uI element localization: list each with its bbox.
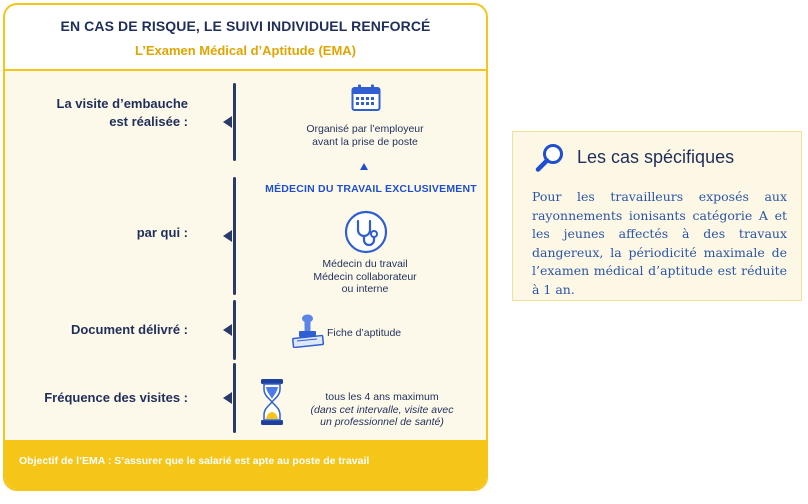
divider-document bbox=[223, 300, 236, 360]
search-icon bbox=[535, 144, 563, 172]
ema-card: EN CAS DE RISQUE, LE SUIVI INDIVIDUEL RE… bbox=[3, 3, 488, 491]
divider-embauche bbox=[223, 83, 236, 161]
objective-banner: Objectif de l’EMA : S’assurer que le sal… bbox=[5, 440, 486, 489]
frequence-text-line2: (dans cet intervalle, visite avec bbox=[310, 403, 454, 416]
objective-text: Objectif de l’EMA : S’assurer que le sal… bbox=[19, 455, 370, 467]
calendar-icon bbox=[351, 84, 381, 111]
up-arrow-icon bbox=[360, 163, 368, 170]
medecin-badge: Médecin du travail exclusivement bbox=[265, 183, 477, 195]
divider-frequence bbox=[223, 363, 236, 433]
qui-text-line2: Médecin collaborateur bbox=[313, 270, 417, 283]
specific-cases-title: Les cas spécifiques bbox=[577, 147, 735, 167]
divider-qui bbox=[223, 177, 236, 295]
row-label-document: Document délivré : bbox=[70, 322, 188, 337]
row-label-qui: par qui : bbox=[136, 225, 188, 240]
card-subtitle: L’Examen Médical d’Aptitude (EMA) bbox=[134, 43, 357, 58]
qui-text-line3: ou interne bbox=[341, 283, 389, 295]
row-label-embauche-line2: est réalisée : bbox=[109, 114, 188, 129]
row-label-embauche-line1: La visite d’embauche bbox=[56, 96, 189, 111]
qui-text-line1: Médecin du travail bbox=[322, 258, 408, 270]
embauche-text: Organisé par l’employeur avant la prise … bbox=[275, 123, 455, 148]
stethoscope-icon bbox=[344, 210, 388, 254]
embauche-text-line2: avant la prise de poste bbox=[312, 135, 418, 148]
row-label-frequence: Fréquence des visites : bbox=[44, 390, 188, 405]
frequence-text-line1: tous les 4 ans maximum bbox=[325, 391, 439, 403]
embauche-text-line1: Organisé par l’employeur bbox=[306, 123, 424, 135]
frequence-text-line3: un professionnel de santé) bbox=[320, 416, 444, 428]
row-label-embauche: La visite d’embauche est réalisée : bbox=[57, 95, 189, 131]
qui-text: Médecin du travail Médecin collaborateur… bbox=[275, 258, 455, 296]
hourglass-icon bbox=[261, 379, 283, 425]
document-text: Fiche d’aptitude bbox=[327, 327, 402, 339]
card-title: EN CAS DE RISQUE, LE SUIVI INDIVIDUEL RE… bbox=[60, 18, 431, 34]
frequence-text: tous les 4 ans maximum (dans cet interva… bbox=[289, 391, 475, 429]
stamp-icon bbox=[292, 314, 325, 348]
specific-cases-body: Pour les travailleurs exposés aux rayonn… bbox=[532, 189, 787, 297]
card-header: EN CAS DE RISQUE, LE SUIVI INDIVIDUEL RE… bbox=[5, 5, 486, 71]
specific-cases-panel: Les cas spécifiques Pour les travailleur… bbox=[512, 131, 802, 301]
